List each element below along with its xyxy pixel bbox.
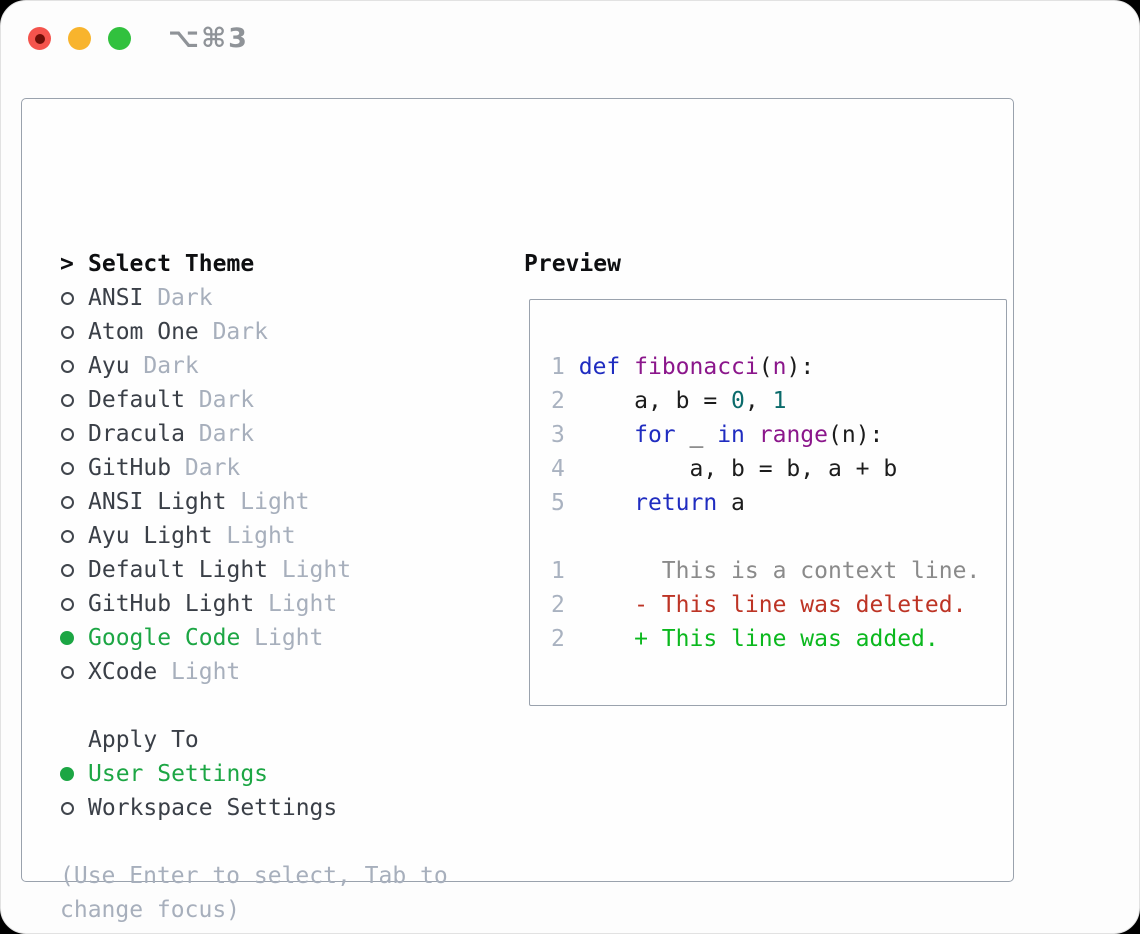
line-number: 3	[551, 422, 565, 448]
theme-variant: Light	[254, 625, 324, 651]
theme-option-xcode-light[interactable]: XCode Light	[60, 655, 510, 689]
apply-option-workspace-settings[interactable]: Workspace Settings	[60, 791, 510, 825]
line-number: 1	[551, 354, 565, 380]
close-button-dot	[34, 33, 45, 44]
select-theme-title: Select Theme	[88, 251, 255, 277]
line-number: 1	[551, 558, 565, 584]
code-line-1: 1 def fibonacci(n):	[551, 354, 815, 380]
theme-option-dracula-dark[interactable]: Dracula Dark	[60, 417, 510, 451]
theme-variant: Dark	[212, 319, 268, 345]
code-preview: 1 def fibonacci(n): 2 a, b = 0, 1 3 for …	[551, 350, 980, 656]
radio-selected-icon	[60, 767, 74, 781]
diff-context-line: 1 This is a context line.	[551, 558, 981, 584]
radio-icon	[61, 597, 74, 611]
line-number: 5	[551, 490, 565, 516]
code-line-4: 4 a, b = b, a + b	[551, 456, 898, 482]
window-shortcut-label: ⌥⌘3	[168, 23, 249, 54]
theme-variant: Light	[171, 659, 241, 685]
theme-name: GitHub	[88, 455, 172, 481]
line-number: 2	[551, 626, 565, 652]
line-number: 2	[551, 388, 565, 414]
minimize-button[interactable]	[68, 27, 91, 50]
apply-option-label: User Settings	[88, 761, 269, 787]
code-line-5: 5 return a	[551, 490, 745, 516]
apply-option-label: Workspace Settings	[88, 795, 338, 821]
theme-name: ANSI Light	[88, 489, 227, 515]
close-button[interactable]	[28, 27, 51, 50]
theme-option-default-light[interactable]: Default Light Light	[60, 553, 510, 587]
cursor-marker: >	[60, 251, 74, 277]
theme-option-default-dark[interactable]: Default Dark	[60, 383, 510, 417]
theme-option-ansi-light[interactable]: ANSI Light Light	[60, 485, 510, 519]
hint-text-line1: (Use Enter to select, Tab to	[60, 863, 448, 889]
theme-variant: Light	[267, 591, 338, 617]
theme-variant: Dark	[143, 353, 199, 379]
theme-name: XCode	[88, 659, 158, 685]
theme-option-ayu-light[interactable]: Ayu Light Light	[60, 519, 510, 553]
theme-name: Dracula	[88, 421, 185, 447]
select-theme-header: > Select Theme	[60, 247, 510, 281]
theme-variant: Light	[240, 489, 310, 515]
radio-icon	[61, 427, 74, 441]
theme-variant: Dark	[198, 421, 255, 447]
theme-name: Ayu	[88, 353, 130, 379]
radio-icon	[61, 325, 74, 339]
theme-name: Default	[88, 387, 185, 413]
apply-option-user-settings[interactable]: User Settings	[60, 757, 510, 791]
radio-icon	[61, 393, 74, 407]
theme-option-ayu-dark[interactable]: Ayu Dark	[60, 349, 510, 383]
theme-name: Atom One	[88, 319, 199, 345]
radio-icon	[61, 495, 74, 509]
apply-to-header: Apply To	[60, 723, 510, 757]
theme-name: ANSI	[88, 285, 144, 311]
radio-icon	[61, 291, 74, 305]
theme-name: Google Code	[88, 625, 241, 651]
theme-variant: Dark	[157, 285, 213, 311]
theme-variant: Dark	[198, 387, 255, 413]
spacer	[60, 825, 510, 859]
preview-box: 1 def fibonacci(n): 2 a, b = 0, 1 3 for …	[529, 299, 1007, 706]
line-number: 4	[551, 456, 565, 482]
theme-name: Ayu Light	[88, 523, 213, 549]
theme-variant: Dark	[184, 455, 241, 481]
zoom-button[interactable]	[108, 27, 131, 50]
radio-icon	[61, 359, 74, 373]
theme-variant: Light	[226, 523, 296, 549]
radio-icon	[61, 665, 74, 679]
spacer	[60, 689, 510, 723]
code-line-2: 2 a, b = 0, 1	[551, 388, 787, 414]
theme-variant: Light	[281, 557, 352, 583]
blank-line	[551, 520, 980, 554]
radio-icon	[61, 529, 74, 543]
radio-icon	[61, 801, 74, 815]
radio-selected-icon	[60, 631, 74, 645]
radio-icon	[61, 563, 74, 577]
radio-icon	[61, 461, 74, 475]
apply-to-title: Apply To	[88, 727, 199, 753]
diff-added-line: 2 + This line was added.	[551, 626, 939, 652]
theme-name: GitHub Light	[88, 591, 255, 617]
theme-option-google-code-light[interactable]: Google Code Light	[60, 621, 510, 655]
code-line-3: 3 for _ in range(n):	[551, 422, 884, 448]
theme-option-github-light[interactable]: GitHub Light Light	[60, 587, 510, 621]
theme-option-ansi-dark[interactable]: ANSI Dark	[60, 281, 510, 315]
preview-title: Preview	[524, 251, 621, 277]
diff-deleted-line: 2 - This line was deleted.	[551, 592, 967, 618]
theme-name: Default Light	[88, 557, 269, 583]
theme-option-github-dark[interactable]: GitHub Dark	[60, 451, 510, 485]
line-number: 2	[551, 592, 565, 618]
theme-option-atom-one-dark[interactable]: Atom One Dark	[60, 315, 510, 349]
hint-text-line2: change focus)	[60, 897, 241, 923]
